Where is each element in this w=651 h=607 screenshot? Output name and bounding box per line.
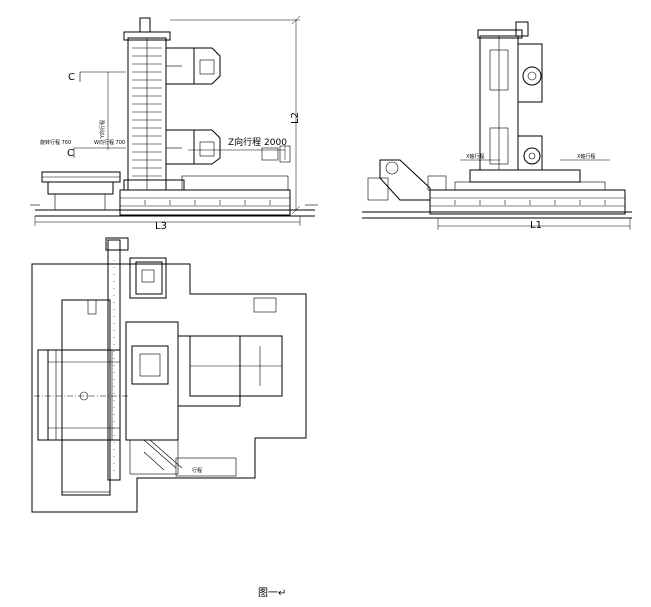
label-y-travel: Y向行程 [99,120,106,139]
label-x-travel-right: X轴行程 [577,153,595,160]
label-x-travel-left: X轴行程 [466,153,484,160]
side-view: X轴行程 X轴行程 L1 [362,21,632,231]
figure-caption: 图一↵ [258,588,287,599]
label-c-mid: C [67,148,74,159]
label-l2: L2 [290,112,301,124]
label-l1: L1 [530,220,542,231]
plan-view: 行程 [31,237,307,513]
bed-slots [144,200,271,205]
front-view: C C L2 L3 Z向行程 2000 Y向行程 W向行程 700 旋转行程 7… [30,15,318,232]
label-b-travel: 旋转行程 760 [40,139,71,146]
label-c-top: C [68,72,75,83]
side-bed-slots [454,200,606,205]
label-plan-note: 行程 [192,467,202,474]
label-z-travel: Z向行程 2000 [228,136,287,148]
label-l3: L3 [155,221,167,232]
label-w-travel: W向行程 700 [94,139,125,146]
